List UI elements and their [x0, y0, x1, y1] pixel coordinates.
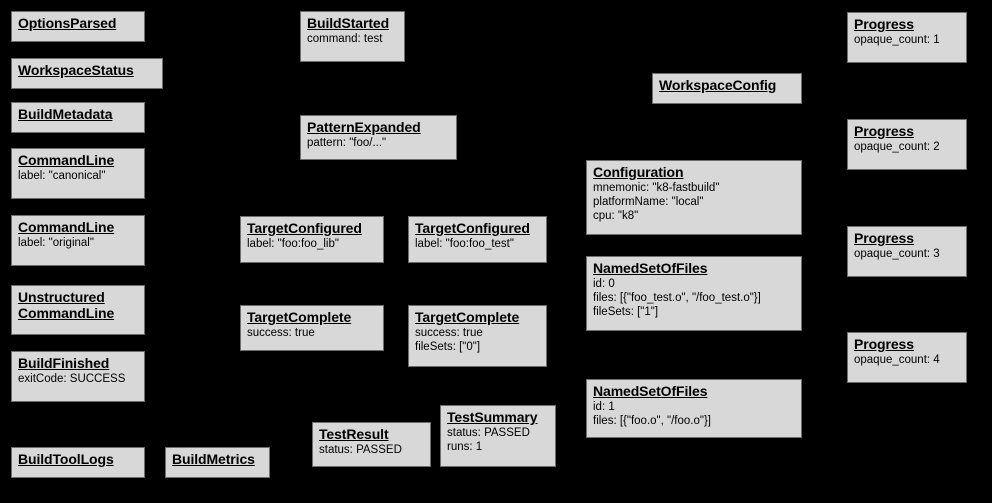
event-node-title: TargetConfigured [415, 220, 530, 236]
event-node-fields: status: PASSED runs: 1 [447, 426, 549, 454]
event-node-build-finished[interactable]: BuildFinished exitCode: SUCCESS [11, 351, 145, 402]
event-node-field: fileSets: ["0"] [415, 341, 481, 353]
event-node-field: id: 1 [593, 401, 615, 413]
event-node-field: exitCode: SUCCESS [18, 373, 126, 385]
event-node-test-summary[interactable]: TestSummary status: PASSED runs: 1 [440, 405, 556, 467]
event-node-field: label: "foo:foo_test" [415, 238, 514, 250]
event-node-fields: exitCode: SUCCESS [18, 372, 138, 386]
event-node-workspace-status[interactable]: WorkspaceStatus [11, 58, 163, 89]
event-node-fields: mnemonic: "k8-fastbuild" platformName: "l… [593, 181, 795, 223]
event-node-fields: opaque_count: 1 [854, 33, 960, 47]
event-node-field: opaque_count: 2 [854, 141, 940, 153]
event-node-field: mnemonic: "k8-fastbuild" [593, 182, 720, 194]
event-node-field: cpu: "k8" [593, 210, 639, 222]
event-node-unstructured-command-line[interactable]: Unstructured CommandLine [11, 285, 145, 335]
event-node-title: TargetConfigured [247, 220, 362, 236]
event-node-field: pattern: "foo/..." [307, 137, 387, 149]
event-node-title: Unstructured CommandLine [18, 289, 115, 321]
event-node-build-started[interactable]: BuildStarted command: test [300, 11, 405, 62]
event-node-options-parsed[interactable]: OptionsParsed [11, 11, 145, 42]
event-node-field: status: PASSED [319, 444, 402, 456]
event-node-fields: success: true fileSets: ["0"] [415, 326, 540, 354]
event-node-title: Progress [854, 16, 914, 32]
event-node-field: files: [{"foo.o", "/foo.o"}] [593, 415, 711, 427]
event-node-build-metrics[interactable]: BuildMetrics [165, 447, 270, 478]
event-node-fields: id: 1 files: [{"foo.o", "/foo.o"}] [593, 400, 795, 428]
event-node-title: PatternExpanded [307, 119, 421, 135]
event-node-named-set-of-files-0[interactable]: NamedSetOfFiles id: 0 files: [{"foo_test.o… [586, 256, 802, 331]
event-node-target-complete-test[interactable]: TargetComplete success: true fileSets: ["0… [408, 305, 547, 367]
event-node-fields: opaque_count: 3 [854, 247, 960, 261]
event-node-target-complete-lib[interactable]: TargetComplete success: true [240, 305, 384, 351]
event-node-field: files: [{"foo_test.o", "/foo_test.o"}] [593, 292, 761, 304]
event-node-fields: success: true [247, 326, 377, 340]
event-node-fields: pattern: "foo/..." [307, 136, 450, 150]
event-node-field: success: true [247, 327, 315, 339]
event-node-title: TargetComplete [247, 309, 352, 325]
event-node-title: BuildMetadata [18, 106, 113, 122]
event-node-build-metadata[interactable]: BuildMetadata [11, 102, 145, 133]
event-node-field: success: true [415, 327, 483, 339]
event-node-title: NamedSetOfFiles [593, 260, 708, 276]
event-node-title: TargetComplete [415, 309, 520, 325]
event-node-progress-3[interactable]: Progress opaque_count: 3 [847, 226, 967, 277]
event-node-fields: label: "canonical" [18, 169, 138, 183]
event-node-target-configured-foo-test[interactable]: TargetConfigured label: "foo:foo_test" [408, 216, 547, 263]
event-node-progress-2[interactable]: Progress opaque_count: 2 [847, 119, 967, 170]
event-node-fields: label: "foo:foo_lib" [247, 237, 377, 251]
event-node-named-set-of-files-1[interactable]: NamedSetOfFiles id: 1 files: [{"foo.o", "/… [586, 379, 802, 438]
event-node-fields: command: test [307, 32, 398, 46]
event-node-field: status: PASSED [447, 427, 530, 439]
event-node-field: id: 0 [593, 278, 615, 290]
event-node-field: label: "canonical" [18, 170, 106, 182]
event-node-title: OptionsParsed [18, 15, 117, 31]
event-node-fields: id: 0 files: [{"foo_test.o", "/foo_test.o… [593, 277, 795, 319]
event-node-title: Progress [854, 123, 914, 139]
event-node-configuration[interactable]: Configuration mnemonic: "k8-fastbuild" pla… [586, 160, 802, 235]
event-node-progress-1[interactable]: Progress opaque_count: 1 [847, 12, 967, 63]
event-node-field: opaque_count: 1 [854, 34, 940, 46]
event-node-title: TestResult [319, 426, 389, 442]
event-node-title: BuildMetrics [172, 451, 255, 467]
event-node-fields: label: "original" [18, 236, 138, 250]
event-node-title: CommandLine [18, 152, 115, 168]
event-node-field: runs: 1 [447, 441, 483, 453]
event-node-field: opaque_count: 3 [854, 248, 940, 260]
event-node-title: BuildToolLogs [18, 451, 114, 467]
event-node-field: label: "foo:foo_lib" [247, 238, 339, 250]
event-node-test-result[interactable]: TestResult status: PASSED [312, 422, 431, 467]
event-node-title: Configuration [593, 164, 684, 180]
event-node-title: Progress [854, 230, 914, 246]
event-node-progress-4[interactable]: Progress opaque_count: 4 [847, 332, 967, 383]
event-node-title: CommandLine [18, 219, 115, 235]
event-node-fields: opaque_count: 2 [854, 140, 960, 154]
event-node-field: platformName: "local" [593, 196, 704, 208]
event-node-fields: label: "foo:foo_test" [415, 237, 540, 251]
event-node-title: NamedSetOfFiles [593, 383, 708, 399]
event-node-build-tool-logs[interactable]: BuildToolLogs [11, 447, 145, 478]
event-node-title: BuildFinished [18, 355, 110, 371]
event-node-title: WorkspaceConfig [659, 77, 777, 93]
event-node-title: Progress [854, 336, 914, 352]
event-node-command-line-original[interactable]: CommandLine label: "original" [11, 215, 145, 266]
event-node-workspace-config[interactable]: WorkspaceConfig [652, 73, 802, 104]
event-node-fields: opaque_count: 4 [854, 353, 960, 367]
event-node-field: opaque_count: 4 [854, 354, 940, 366]
event-node-fields: status: PASSED [319, 443, 424, 457]
event-node-title: BuildStarted [307, 15, 390, 31]
event-node-field: fileSets: ["1"] [593, 306, 659, 318]
event-node-title: TestSummary [447, 409, 538, 425]
event-node-target-configured-foo-lib[interactable]: TargetConfigured label: "foo:foo_lib" [240, 216, 384, 263]
event-node-pattern-expanded[interactable]: PatternExpanded pattern: "foo/..." [300, 115, 457, 160]
event-node-command-line-canonical[interactable]: CommandLine label: "canonical" [11, 148, 145, 199]
event-node-title: WorkspaceStatus [18, 62, 134, 78]
event-node-field: command: test [307, 33, 383, 45]
event-node-field: label: "original" [18, 237, 94, 249]
